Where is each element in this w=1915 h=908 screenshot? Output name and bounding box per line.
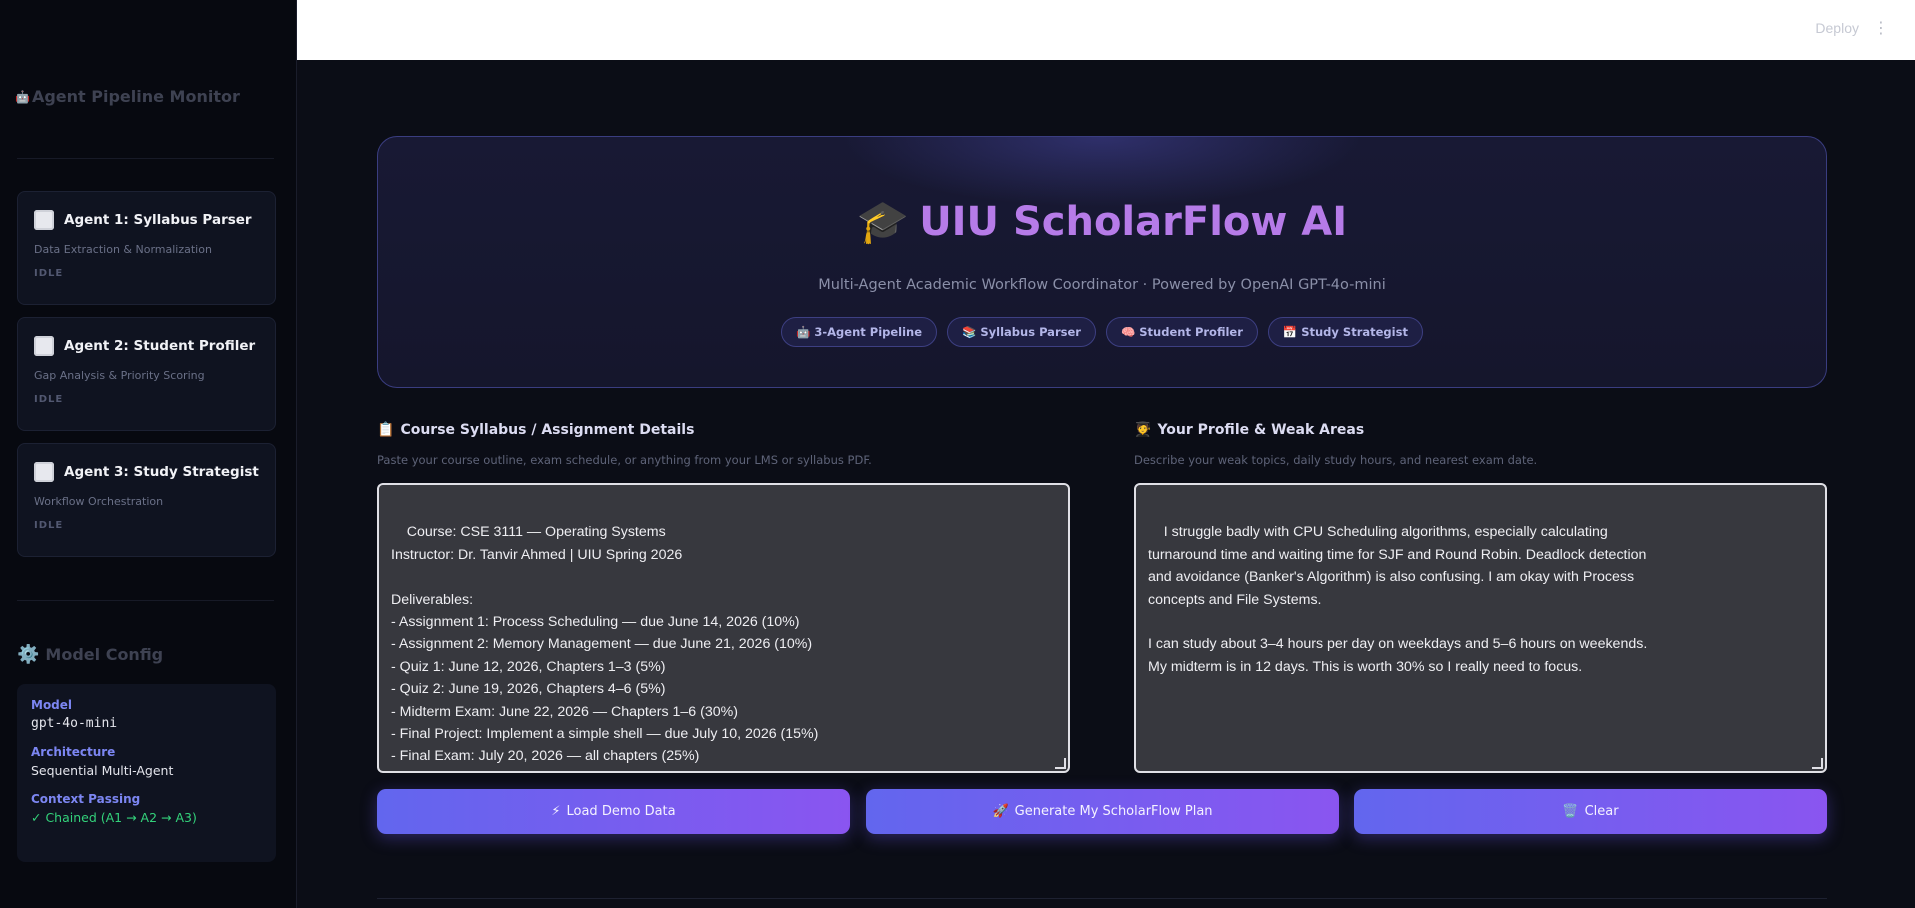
clear-label: Clear — [1584, 804, 1619, 819]
deploy-button[interactable]: Deploy — [1815, 20, 1859, 36]
syllabus-title-text: Course Syllabus / Assignment Details — [400, 422, 695, 438]
generate-plan-label: Generate My ScholarFlow Plan — [1014, 804, 1213, 819]
chip-study-strategist: 📅 Study Strategist — [1267, 317, 1423, 347]
graduation-cap-icon: 🎓 — [856, 197, 910, 246]
chip-student-profiler: 🧠 Student Profiler — [1105, 317, 1258, 347]
agent-subtitle: Data Extraction & Normalization — [34, 243, 212, 256]
agent-card-study-strategist: Agent 3: Study Strategist Workflow Orche… — [17, 443, 276, 557]
profile-section-title: 🧑‍🎓 Your Profile & Weak Areas — [1134, 422, 1364, 438]
divider — [377, 898, 1827, 899]
agent-subtitle: Workflow Orchestration — [34, 495, 164, 508]
agent-card-student-profiler: Agent 2: Student Profiler Gap Analysis &… — [17, 317, 276, 431]
agent-name: Agent 1: Syllabus Parser — [64, 212, 252, 228]
app-subtitle: Multi-Agent Academic Workflow Coordinato… — [818, 277, 1386, 293]
divider — [17, 600, 274, 601]
white-square-icon — [34, 210, 54, 230]
model-config-title-text: Model Config — [45, 645, 164, 664]
load-demo-label: Load Demo Data — [566, 804, 676, 819]
chip-label: Study Strategist — [1301, 325, 1408, 339]
clipboard-icon: 📋 — [377, 422, 395, 438]
model-value: gpt-4o-mini — [31, 716, 118, 731]
model-label: Model — [31, 698, 73, 712]
resize-handle-icon[interactable] — [1812, 758, 1823, 769]
profile-text: I struggle badly with CPU Scheduling alg… — [1148, 524, 1648, 675]
model-config-card: Model gpt-4o-mini Architecture Sequentia… — [17, 684, 276, 862]
gear-icon: ⚙️ — [17, 644, 40, 665]
white-square-icon — [34, 336, 54, 356]
hero-banner: 🎓 UIU ScholarFlow AI Multi-Agent Academi… — [377, 136, 1827, 388]
white-square-icon — [34, 462, 54, 482]
resize-handle-icon[interactable] — [1055, 758, 1066, 769]
profile-hint: Describe your weak topics, daily study h… — [1134, 453, 1538, 467]
chip-label: 3-Agent Pipeline — [814, 325, 923, 339]
rocket-icon: 🚀 — [992, 804, 1009, 819]
agent-subtitle: Gap Analysis & Priority Scoring — [34, 369, 205, 382]
profile-textarea[interactable]: I struggle badly with CPU Scheduling alg… — [1134, 483, 1827, 773]
chip-syllabus-parser: 📚 Syllabus Parser — [947, 317, 1096, 347]
lightning-icon: ⚡ — [551, 804, 561, 819]
clear-button[interactable]: 🗑️ Clear — [1354, 789, 1827, 834]
profile-title-text: Your Profile & Weak Areas — [1157, 422, 1365, 438]
books-icon: 📚 — [962, 325, 977, 339]
main-content: 🎓 UIU ScholarFlow AI Multi-Agent Academi… — [297, 60, 1915, 908]
feature-chips: 🤖 3-Agent Pipeline 📚 Syllabus Parser 🧠 S… — [378, 317, 1826, 347]
syllabus-hint: Paste your course outline, exam schedule… — [377, 453, 872, 467]
agent-name: Agent 2: Student Profiler — [64, 338, 256, 354]
top-bar: Deploy ⋮ — [297, 0, 1915, 60]
agent-status: IDLE — [34, 394, 64, 405]
context-passing-label: Context Passing — [31, 792, 141, 806]
divider — [17, 158, 274, 159]
app-title-text: UIU ScholarFlow AI — [919, 199, 1348, 245]
agent-status: IDLE — [34, 520, 64, 531]
architecture-label: Architecture — [31, 745, 116, 759]
sidebar-title: 🤖 Agent Pipeline Monitor — [15, 87, 240, 106]
robot-icon: 🤖 — [796, 325, 811, 339]
sidebar: 🤖 Agent Pipeline Monitor Agent 1: Syllab… — [0, 0, 297, 908]
agent-name: Agent 3: Study Strategist — [64, 464, 259, 480]
app-title: 🎓 UIU ScholarFlow AI — [378, 197, 1826, 247]
syllabus-text: Course: CSE 3111 — Operating Systems Ins… — [391, 524, 819, 765]
student-icon: 🧑‍🎓 — [1134, 422, 1152, 438]
chip-label: Student Profiler — [1139, 325, 1243, 339]
chip-pipeline: 🤖 3-Agent Pipeline — [781, 317, 938, 347]
chip-label: Syllabus Parser — [980, 325, 1081, 339]
sidebar-title-text: Agent Pipeline Monitor — [31, 87, 240, 106]
syllabus-textarea[interactable]: Course: CSE 3111 — Operating Systems Ins… — [377, 483, 1070, 773]
brain-icon: 🧠 — [1120, 325, 1136, 339]
architecture-value: Sequential Multi-Agent — [31, 763, 174, 778]
context-passing-value: ✓ Chained (A1 → A2 → A3) — [31, 810, 197, 825]
agent-status: IDLE — [34, 268, 64, 279]
agent-card-syllabus-parser: Agent 1: Syllabus Parser Data Extraction… — [17, 191, 276, 305]
generate-plan-button[interactable]: 🚀 Generate My ScholarFlow Plan — [866, 789, 1339, 834]
more-vertical-icon[interactable]: ⋮ — [1873, 18, 1889, 37]
calendar-icon: 📅 — [1282, 325, 1298, 339]
trash-icon: 🗑️ — [1562, 804, 1579, 819]
model-config-title: ⚙️ Model Config — [17, 644, 163, 665]
load-demo-button[interactable]: ⚡ Load Demo Data — [377, 789, 850, 834]
syllabus-section-title: 📋 Course Syllabus / Assignment Details — [377, 422, 694, 438]
robot-icon: 🤖 — [15, 89, 30, 104]
